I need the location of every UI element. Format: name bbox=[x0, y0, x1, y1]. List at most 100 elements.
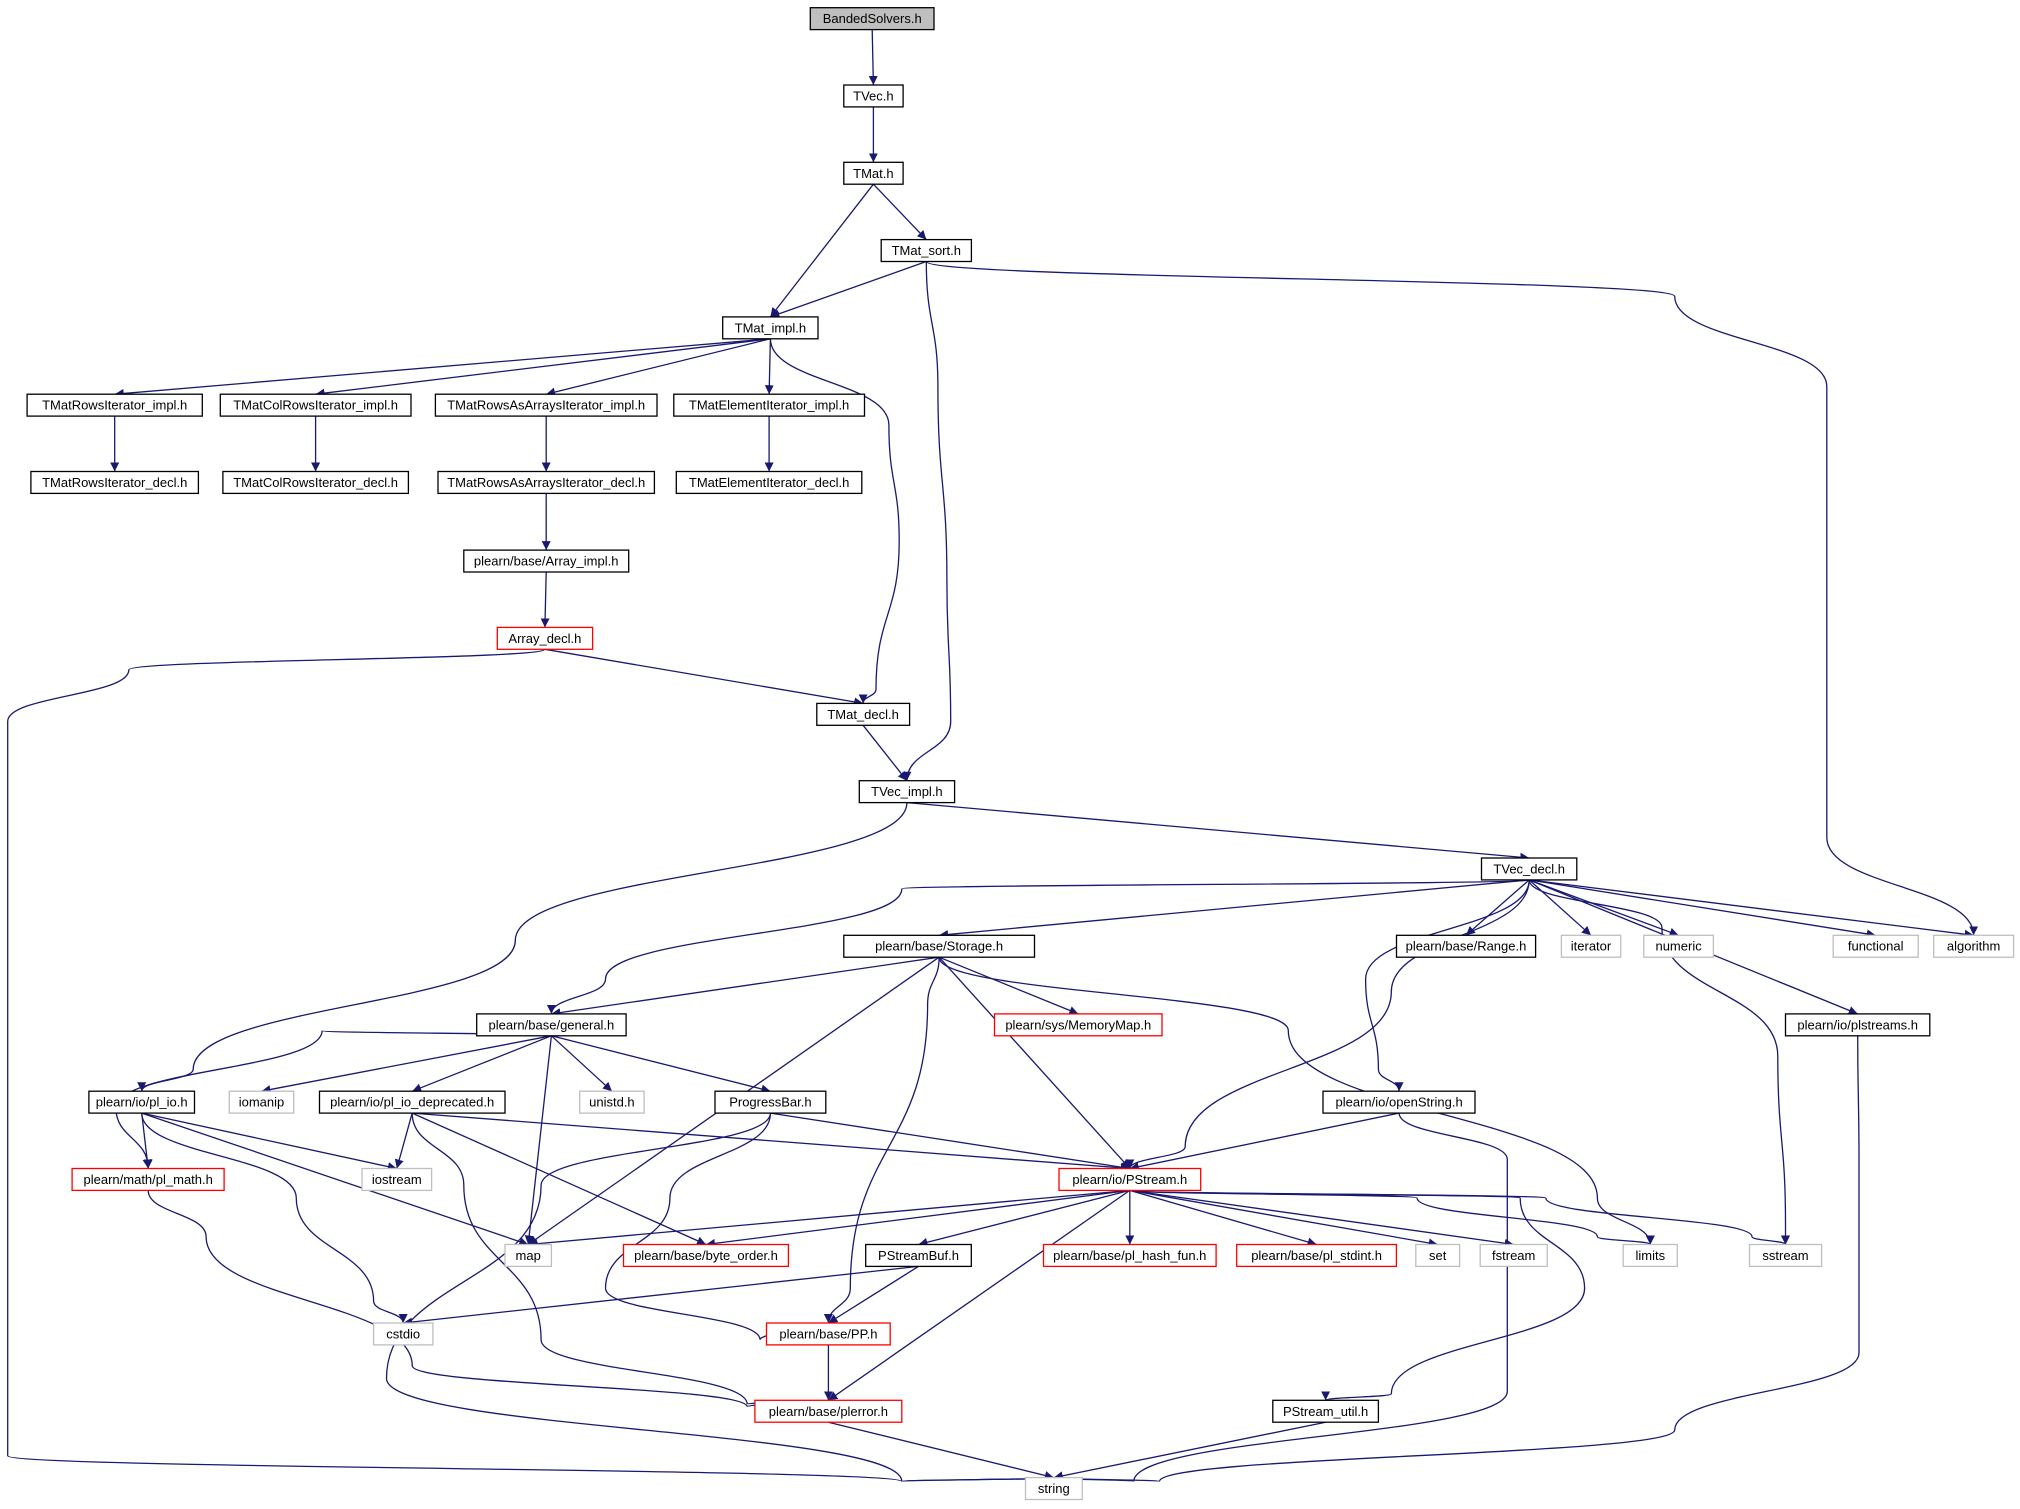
node-label: functional bbox=[1848, 939, 1904, 954]
node-label: TMat_impl.h bbox=[735, 320, 807, 335]
node-byte-order[interactable]: plearn/base/byte_order.h bbox=[622, 1243, 790, 1268]
node-label: plearn/io/plstreams.h bbox=[1797, 1017, 1918, 1032]
node-storage[interactable]: plearn/base/Storage.h bbox=[843, 934, 1036, 958]
node-element-iter-impl[interactable]: TMatElementIterator_impl.h bbox=[673, 393, 866, 417]
node-array-decl[interactable]: Array_decl.h bbox=[496, 626, 594, 650]
node-box bbox=[865, 1243, 972, 1268]
edge-general-to-pl_math bbox=[115, 1029, 553, 1169]
node-range[interactable]: plearn/base/Range.h bbox=[1395, 934, 1537, 958]
node-box bbox=[463, 549, 630, 573]
node-tmat-impl[interactable]: TMat_impl.h bbox=[722, 316, 819, 340]
node-label: TVec_decl.h bbox=[1493, 861, 1565, 876]
edge-tvec_decl-to-storage bbox=[939, 879, 1530, 939]
node-general[interactable]: plearn/base/general.h bbox=[476, 1013, 627, 1037]
node-rowsasarrays-impl[interactable]: TMatRowsAsArraysIterator_impl.h bbox=[434, 393, 658, 417]
edge-tvec_decl-to-openstring bbox=[1364, 879, 1530, 1092]
node-tvec-decl[interactable]: TVec_decl.h bbox=[1480, 857, 1578, 881]
node-label: TMatRowsAsArraysIterator_decl.h bbox=[447, 475, 645, 490]
node-label: TMatElementIterator_decl.h bbox=[689, 475, 849, 490]
node-box bbox=[372, 1322, 434, 1346]
node-plstreams[interactable]: plearn/io/plstreams.h bbox=[1784, 1013, 1931, 1037]
edge-openstring-to-string bbox=[1049, 1112, 1508, 1487]
node-pl-io-deprecated[interactable]: plearn/io/pl_io_deprecated.h bbox=[318, 1090, 506, 1114]
node-array-impl[interactable]: plearn/base/Array_impl.h bbox=[463, 549, 630, 573]
node-element-iter-decl[interactable]: TMatElementIterator_decl.h bbox=[675, 470, 863, 495]
edge-tmat_impl-to-colrows_iter_impl bbox=[315, 338, 771, 398]
edge-array_impl-to-array_decl bbox=[540, 571, 550, 628]
node-label: limits bbox=[1635, 1248, 1665, 1263]
node-pl-math[interactable]: plearn/math/pl_math.h bbox=[71, 1167, 225, 1192]
node-box bbox=[1236, 1243, 1398, 1268]
node-tvec[interactable]: TVec.h bbox=[843, 84, 904, 108]
node-box bbox=[858, 780, 956, 804]
node-label: plearn/base/pl_stdint.h bbox=[1251, 1248, 1382, 1263]
node-label: Array_decl.h bbox=[508, 631, 581, 646]
node-box bbox=[318, 1090, 506, 1114]
node-label: numeric bbox=[1655, 939, 1702, 954]
node-colrows-iter-decl[interactable]: TMatColRowsIterator_decl.h bbox=[222, 470, 410, 495]
edge-pl_io-to-cstdio bbox=[141, 1113, 408, 1324]
node-label: plearn/base/Array_impl.h bbox=[474, 554, 619, 569]
node-tmat[interactable]: TMat.h bbox=[843, 161, 904, 185]
node-label: unistd.h bbox=[589, 1095, 635, 1110]
node-bandedsolvers[interactable]: BandedSolvers.h bbox=[809, 7, 935, 31]
node-label: plearn/base/PP.h bbox=[779, 1327, 877, 1342]
node-pstream[interactable]: plearn/io/PStream.h bbox=[1058, 1167, 1202, 1192]
edge-pstreambuf-to-cstdio bbox=[403, 1265, 919, 1327]
edge-plstreams-to-string bbox=[1049, 1035, 1860, 1487]
edge-storage-to-memorymap bbox=[938, 956, 1079, 1015]
node-label: TMat_sort.h bbox=[892, 243, 961, 258]
edge-progressbar-to-pp bbox=[604, 1113, 833, 1341]
node-progressbar[interactable]: ProgressBar.h bbox=[714, 1090, 827, 1114]
node-tmat-sort[interactable]: TMat_sort.h bbox=[880, 238, 973, 263]
node-plerror[interactable]: plearn/base/plerror.h bbox=[754, 1399, 903, 1423]
node-iomanip: iomanip bbox=[228, 1090, 295, 1114]
node-box bbox=[476, 1013, 627, 1037]
edge-tmat_impl-to-rowsasarrays_impl bbox=[546, 338, 771, 397]
edge-tvec_decl-to-general bbox=[546, 879, 1530, 1015]
edge-storage-to-pp bbox=[823, 957, 940, 1324]
node-label: TMatRowsIterator_impl.h bbox=[42, 398, 187, 413]
node-tvec-impl[interactable]: TVec_impl.h bbox=[858, 780, 956, 804]
node-openstring[interactable]: plearn/io/openString.h bbox=[1322, 1090, 1476, 1114]
edge-tvec_decl-to-numeric bbox=[1528, 879, 1679, 937]
node-colrows-iter-impl[interactable]: TMatColRowsIterator_impl.h bbox=[219, 393, 412, 417]
node-box bbox=[993, 1013, 1163, 1037]
node-box bbox=[765, 1322, 891, 1346]
edge-progressbar-to-pstream bbox=[770, 1112, 1130, 1172]
node-string: string bbox=[1024, 1476, 1083, 1501]
edge-pl_math-to-plerror bbox=[147, 1190, 833, 1410]
node-box bbox=[579, 1090, 645, 1114]
node-pp[interactable]: plearn/base/PP.h bbox=[765, 1322, 891, 1346]
edge-tvec_decl-to-functional bbox=[1529, 879, 1876, 939]
node-label: TVec.h bbox=[853, 89, 893, 104]
node-pl-hash-fun[interactable]: plearn/base/pl_hash_fun.h bbox=[1042, 1243, 1217, 1268]
node-tmat-decl[interactable]: TMat_decl.h bbox=[816, 702, 911, 726]
edge-pstream-to-fstream bbox=[1129, 1189, 1514, 1248]
node-pl-io[interactable]: plearn/io/pl_io.h bbox=[88, 1090, 196, 1114]
node-label: iterator bbox=[1571, 939, 1612, 954]
edge-general-to-map bbox=[524, 1035, 553, 1245]
node-label: TMatRowsIterator_decl.h bbox=[42, 475, 187, 490]
node-limits: limits bbox=[1622, 1243, 1678, 1268]
node-rows-iter-impl[interactable]: TMatRowsIterator_impl.h bbox=[26, 393, 203, 417]
edge-pl_io_deprecated-to-byte_order bbox=[411, 1112, 707, 1246]
node-box bbox=[26, 393, 203, 417]
node-pstream-util[interactable]: PStream_util.h bbox=[1272, 1399, 1380, 1423]
node-label: fstream bbox=[1492, 1248, 1535, 1263]
node-set: set bbox=[1415, 1243, 1461, 1268]
node-label: cstdio bbox=[386, 1327, 420, 1342]
node-box bbox=[754, 1399, 903, 1423]
node-pstreambuf[interactable]: PStreamBuf.h bbox=[865, 1243, 972, 1268]
node-box bbox=[434, 393, 658, 417]
node-pl-stdint[interactable]: plearn/base/pl_stdint.h bbox=[1236, 1243, 1398, 1268]
node-label: plearn/base/byte_order.h bbox=[634, 1248, 778, 1263]
node-label: TMatColRowsIterator_decl.h bbox=[233, 475, 398, 490]
node-box bbox=[843, 934, 1036, 958]
node-label: TMat.h bbox=[853, 166, 893, 181]
node-rows-iter-decl[interactable]: TMatRowsIterator_decl.h bbox=[30, 470, 200, 495]
node-memorymap[interactable]: plearn/sys/MemoryMap.h bbox=[993, 1013, 1163, 1037]
node-box bbox=[1395, 934, 1537, 958]
node-rowsasarrays-decl[interactable]: TMatRowsAsArraysIterator_decl.h bbox=[437, 470, 656, 495]
node-label: ProgressBar.h bbox=[729, 1095, 811, 1110]
